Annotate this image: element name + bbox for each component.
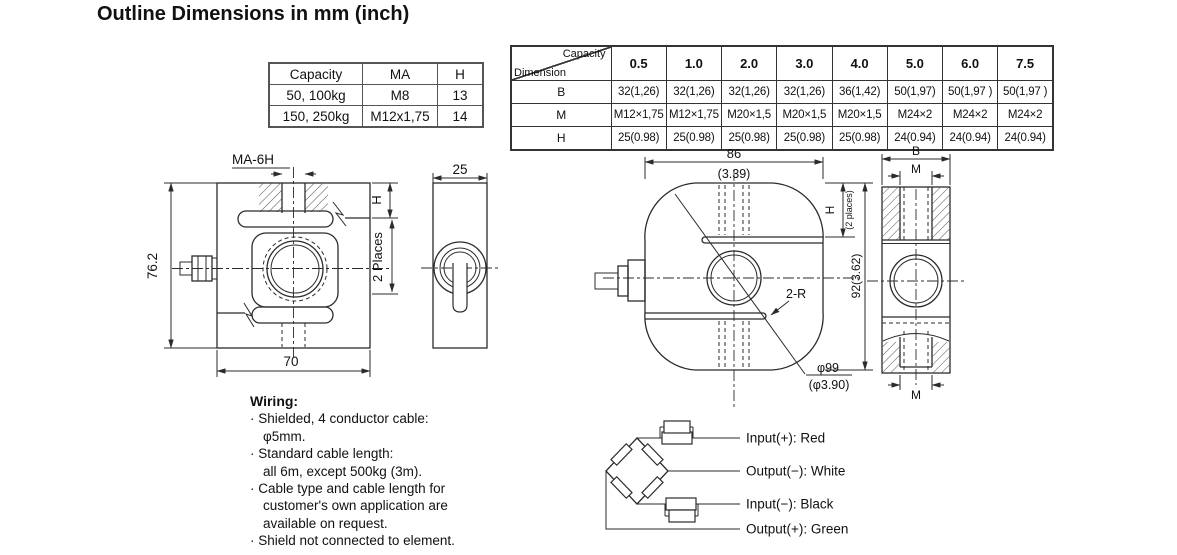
wire-output-minus-label: Output(−): White [746, 464, 845, 479]
front-view-small-drawing: 76.2 70 MA-6H H 2 Places [145, 152, 398, 377]
section-view-drawing: B M M [867, 145, 965, 402]
wire-input-plus-label: Input(+): Red [746, 431, 825, 446]
table-row: 150, 250kg M12x1,75 14 [268, 105, 484, 128]
dia-99-label: φ99 [817, 361, 839, 375]
capacity-header: 1.0 [665, 45, 723, 81]
wiring-notes: Wiring: · Shielded, 4 conductor cable: φ… [250, 393, 455, 550]
capacity-header: 6.0 [941, 45, 999, 81]
cell: M12×1,75 [665, 103, 723, 127]
row-label: B [510, 80, 612, 104]
corner-dimension-label: Dimension [514, 67, 566, 79]
column-header: Capacity [268, 62, 363, 85]
cell: 32(1,26) [610, 80, 667, 104]
cell: 50(1,97 ) [997, 80, 1054, 104]
wire-output-plus-label: Output(+): Green [746, 522, 848, 537]
ma-table: Capacity MA H 50, 100kg M8 13 150, 250kg… [268, 62, 484, 128]
cell: M12×1,75 [610, 103, 667, 127]
row-label: H [510, 126, 612, 151]
cell: 24(0.94) [997, 126, 1054, 151]
column-header: H [437, 62, 484, 85]
wiring-line: · Cable type and cable length for [250, 481, 446, 497]
cell: 25(0.98) [831, 126, 888, 151]
dim-86-label: 86 [727, 146, 741, 161]
capacity-header: 4.0 [831, 45, 888, 81]
table-row: Capacity Dimension 0.5 1.0 2.0 3.0 4.0 5… [510, 45, 1054, 81]
wiring-line: · Standard cable length: [250, 446, 394, 462]
cell: 25(0.98) [720, 126, 778, 151]
cell: M20×1,5 [720, 103, 778, 127]
table-row: H 25(0.98) 25(0.98) 25(0.98) 25(0.98) 25… [510, 126, 1054, 151]
cell: 150, 250kg [268, 105, 363, 128]
column-header: MA [362, 62, 438, 85]
wiring-line: · Shield not connected to element. [250, 533, 455, 549]
table-row: 50, 100kg M8 13 [268, 84, 484, 106]
corner-capacity-label: Capacity [562, 48, 606, 60]
cell: 13 [437, 84, 484, 106]
cell: 36(1,42) [831, 80, 888, 104]
page-title: Outline Dimensions in mm (inch) [97, 3, 410, 25]
cell: 32(1,26) [665, 80, 723, 104]
cell: M12x1,75 [362, 105, 438, 128]
wiring-line: all 6m, except 500kg (3m). [263, 463, 423, 479]
dim-m-bottom-label: M [911, 388, 921, 402]
table-row: M M12×1,75 M12×1,75 M20×1,5 M20×1,5 M20×… [510, 103, 1054, 127]
cell: M20×1,5 [831, 103, 888, 127]
capacity-header: 0.5 [610, 45, 667, 81]
wire-input-minus-label: Input(−): Black [746, 497, 834, 512]
thread-callout-label: MA-6H [232, 152, 274, 167]
table-row: Capacity MA H [268, 62, 484, 85]
radius-callout-label: 2-R [786, 287, 806, 301]
cell: M24×2 [997, 103, 1054, 127]
wiring-heading: Wiring: [250, 393, 299, 409]
dimension-table: Capacity Dimension 0.5 1.0 2.0 3.0 4.0 5… [510, 45, 1054, 151]
side-view-small-drawing: 25 [421, 162, 499, 349]
cell: M24×2 [886, 103, 944, 127]
dim-m-top-label: M [911, 162, 921, 176]
dim-b-label: B [912, 145, 920, 158]
cell: 50, 100kg [268, 84, 363, 106]
dim-25-label: 25 [452, 162, 467, 177]
cell: 50(1,97 ) [941, 80, 999, 104]
corner-header: Capacity Dimension [510, 45, 612, 81]
dim-86-inch-label: (3.39) [718, 167, 751, 181]
bridge-wiring-diagram: Input(+): Red Output(−): White Input(−):… [605, 420, 848, 537]
capacity-header: 2.0 [720, 45, 778, 81]
cell: 32(1,26) [776, 80, 833, 104]
two-places-label: 2 Places [370, 232, 385, 282]
front-view-large-drawing: 86 (3.39) H (2 places) 92(3.62) 2-R φ99 … [594, 146, 873, 407]
cell: 24(0.94) [941, 126, 999, 151]
cell: 25(0.98) [776, 126, 833, 151]
dim-92-label: 92(3.62) [849, 254, 863, 299]
wiring-line: customer's own application are [263, 498, 448, 514]
dim-76-2-label: 76.2 [145, 253, 160, 279]
cell: 50(1,97) [886, 80, 944, 104]
dim-h-label: H [369, 195, 384, 204]
capacity-header: 3.0 [776, 45, 833, 81]
table-row: B 32(1,26) 32(1,26) 32(1,26) 32(1,26) 36… [510, 80, 1054, 104]
wiring-line: available on request. [263, 515, 388, 531]
cell: 32(1,26) [720, 80, 778, 104]
dim-h-note-label: (2 places) [844, 190, 854, 230]
row-label: M [510, 103, 612, 127]
wiring-line: · Shielded, 4 conductor cable: [250, 411, 429, 427]
cell: M24×2 [941, 103, 999, 127]
cell: 24(0.94) [886, 126, 944, 151]
capacity-header: 5.0 [886, 45, 944, 81]
cell: 14 [437, 105, 484, 128]
dia-99-inch-label: (φ3.90) [809, 378, 850, 392]
wiring-line: φ5mm. [263, 428, 306, 444]
dim-70-label: 70 [283, 354, 298, 369]
cell: M20×1,5 [776, 103, 833, 127]
dim-h-large-label: H [823, 206, 837, 215]
capacity-header: 7.5 [997, 45, 1054, 81]
cell: M8 [362, 84, 438, 106]
